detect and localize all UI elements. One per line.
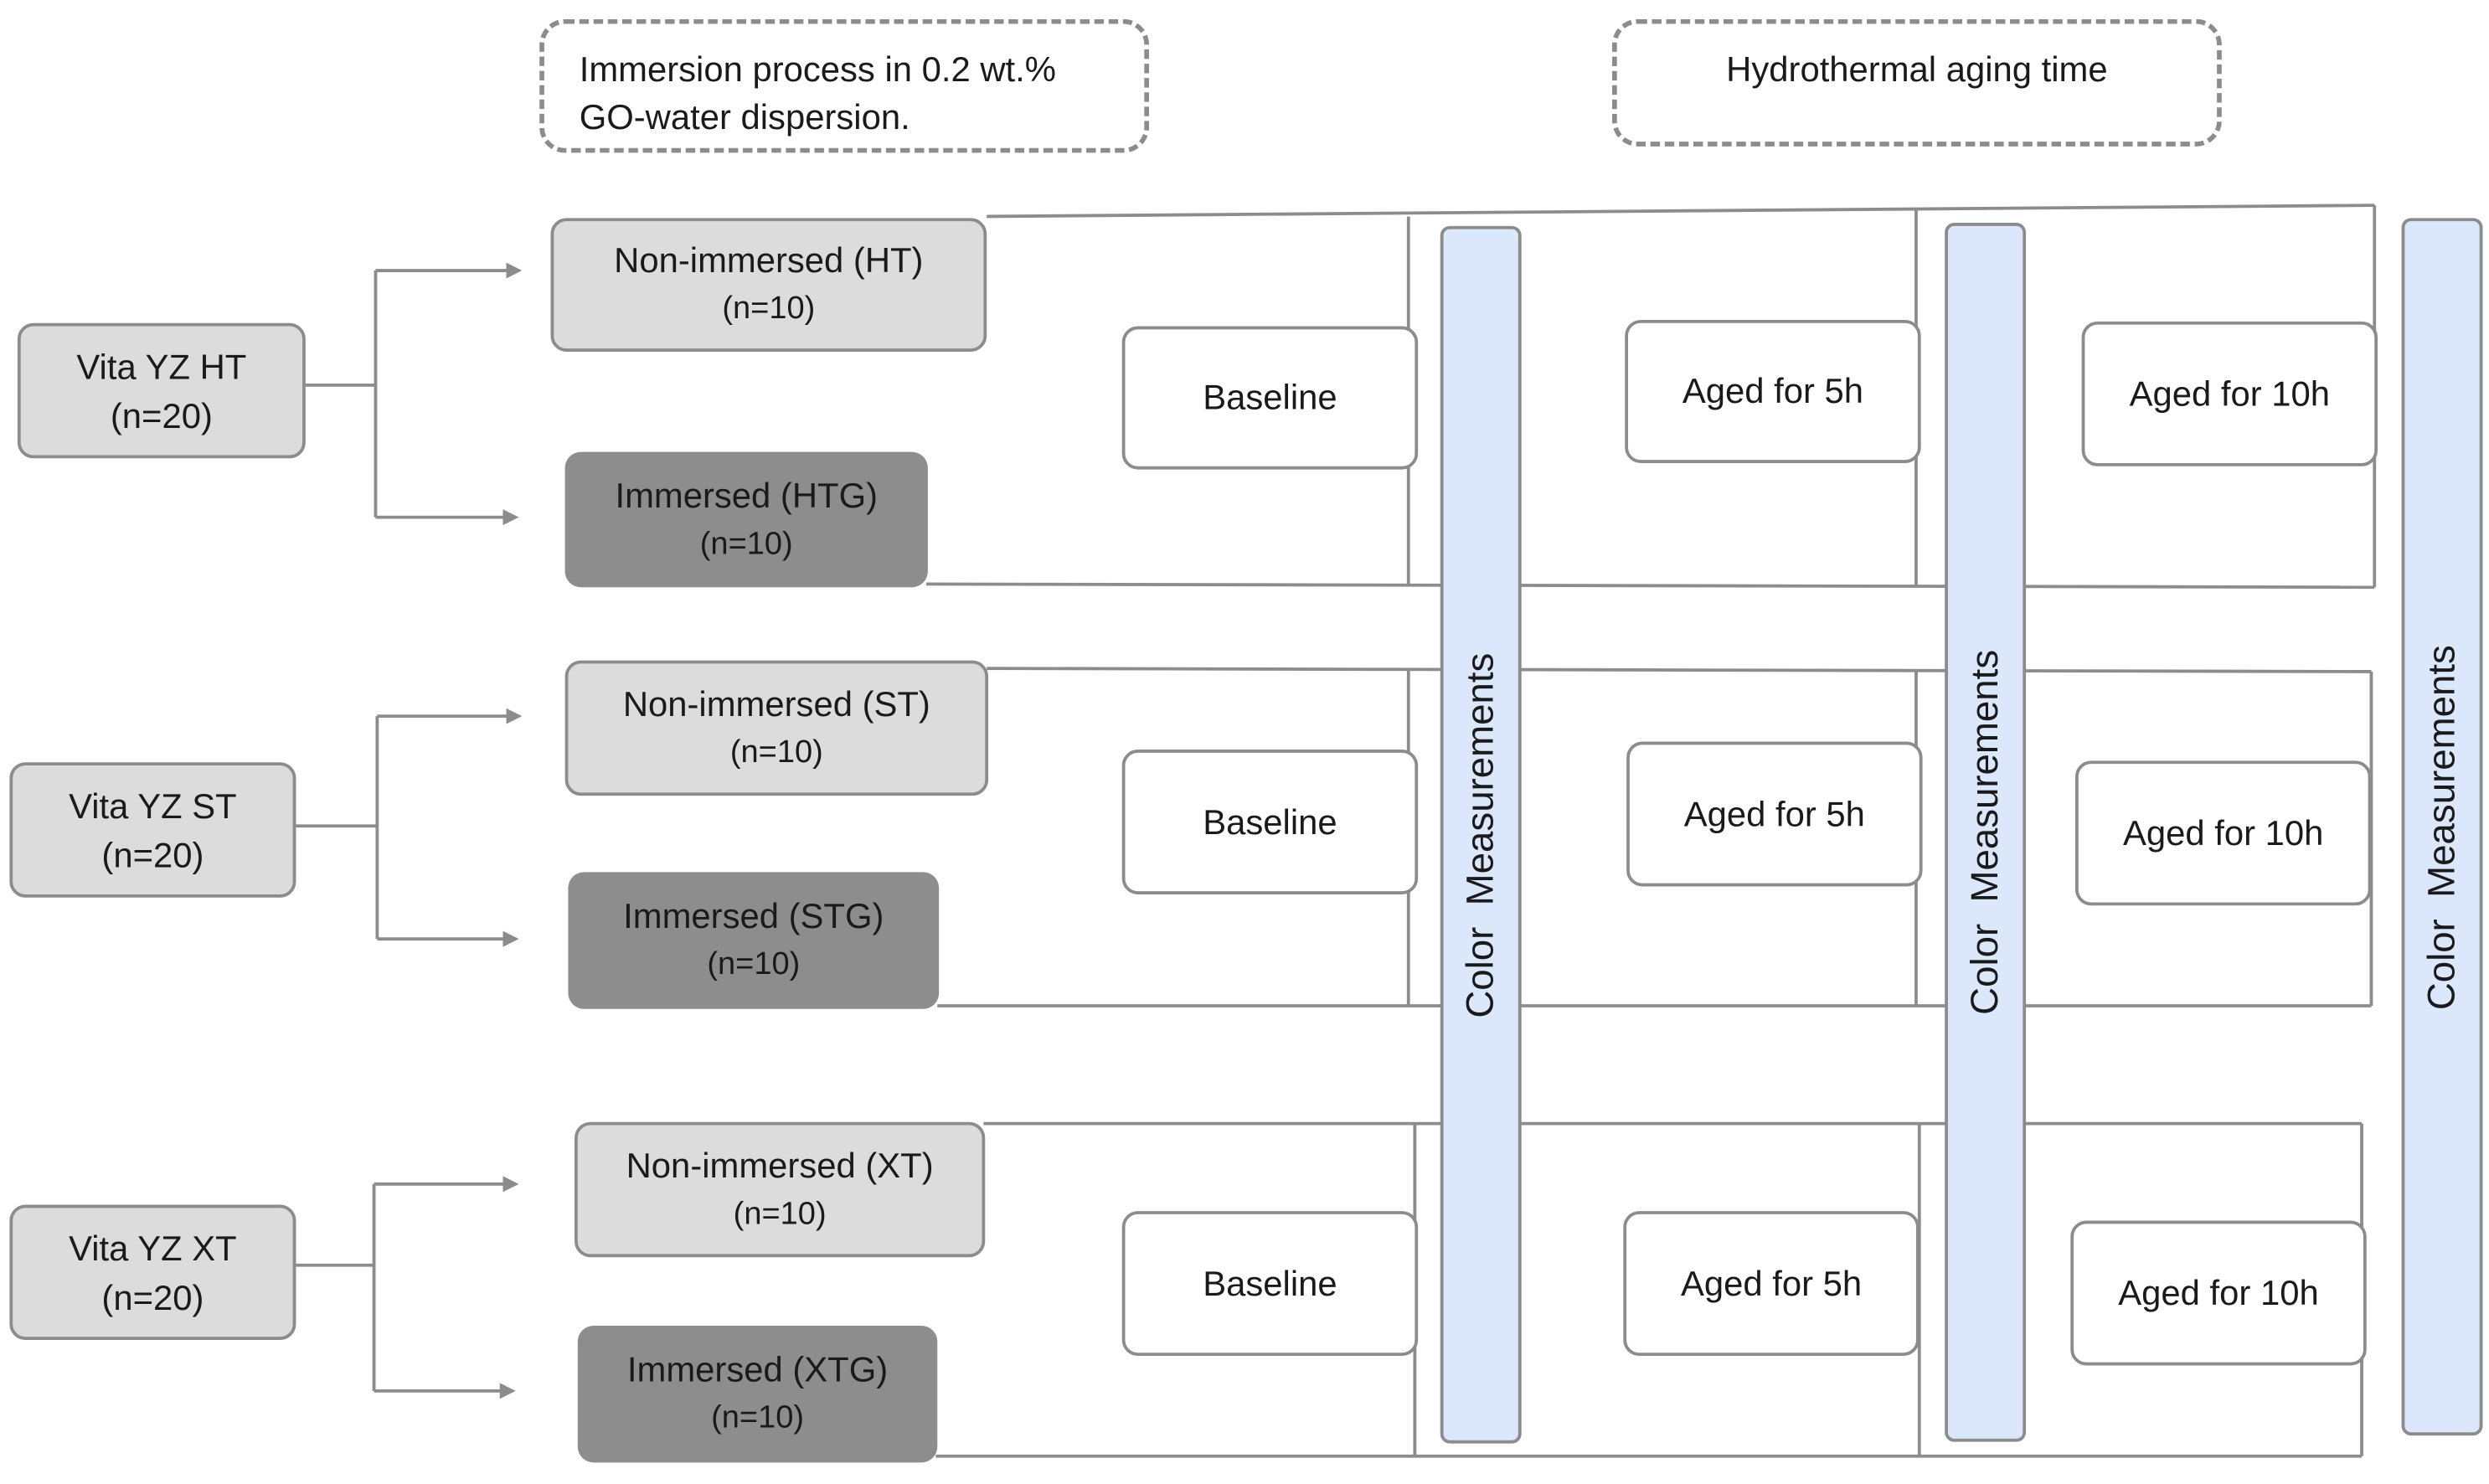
group-label: Immersed (HTG)	[615, 475, 879, 515]
material-name: Vita YZ XT	[69, 1228, 237, 1268]
material-count: (n=20)	[110, 395, 213, 435]
group-label: Non-immersed (ST)	[622, 683, 930, 724]
group-count: (n=10)	[707, 946, 801, 982]
measurement-label: Color Measurements	[2419, 644, 2463, 1010]
group-box-non-immersed-st: Non-immersed (ST) (n=10)	[564, 660, 989, 796]
hydrothermal-aging-header: Hydrothermal aging time	[1612, 18, 2222, 147]
aged-5h-box-st: Aged for 5h	[1626, 741, 1923, 887]
aged-10h-box-xt: Aged for 10h	[2070, 1220, 2367, 1366]
group-box-immersed-stg: Immersed (STG) (n=10)	[568, 872, 940, 1009]
group-box-non-immersed-ht: Non-immersed (HT) (n=10)	[550, 218, 987, 352]
stage-label: Baseline	[1203, 801, 1337, 842]
frame-line	[925, 582, 2375, 590]
group-count: (n=10)	[733, 1196, 827, 1231]
material-box-vita-yz-ht: Vita YZ HT (n=20)	[17, 322, 306, 459]
group-count: (n=10)	[711, 1400, 805, 1436]
group-count: (n=10)	[722, 291, 816, 327]
material-name: Vita YZ HT	[76, 346, 247, 386]
baseline-box-xt: Baseline	[1121, 1211, 1419, 1357]
group-count: (n=10)	[729, 734, 823, 770]
frame-line	[987, 667, 2372, 673]
group-label: Immersed (XTG)	[626, 1349, 889, 1389]
aged-10h-box-st: Aged for 10h	[2074, 760, 2372, 906]
aged-10h-box-ht: Aged for 10h	[2081, 321, 2378, 466]
immersion-process-header: Immersion process in 0.2 wt.% GO-water d…	[539, 18, 1150, 153]
group-box-non-immersed-xt: Non-immersed (XT) (n=10)	[575, 1121, 986, 1258]
immersion-header-line-2: GO-water dispersion.	[579, 96, 910, 137]
stage-label: Baseline	[1203, 377, 1337, 417]
stage-label: Aged for 10h	[2118, 1272, 2319, 1312]
material-box-vita-yz-st: Vita YZ ST (n=20)	[9, 762, 296, 898]
stage-label: Aged for 5h	[1682, 370, 1864, 411]
stage-label: Aged for 10h	[2123, 812, 2324, 853]
aging-header-text: Hydrothermal aging time	[1726, 49, 2108, 90]
aged-5h-box-xt: Aged for 5h	[1623, 1211, 1920, 1357]
measurement-label: Color Measurements	[1458, 652, 1502, 1018]
group-box-immersed-xtg: Immersed (XTG) (n=10)	[577, 1325, 938, 1463]
group-label: Non-immersed (XT)	[626, 1145, 934, 1185]
material-name: Vita YZ ST	[69, 785, 237, 826]
material-count: (n=20)	[101, 834, 204, 875]
group-label: Immersed (STG)	[623, 895, 884, 936]
immersion-header-line-1: Immersion process in 0.2 wt.%	[579, 49, 1056, 90]
color-measurements-bar-baseline: Color Measurements	[1440, 225, 1522, 1444]
baseline-box-st: Baseline	[1121, 750, 1419, 894]
measurement-label: Color Measurements	[1963, 649, 2007, 1015]
stage-label: Aged for 10h	[2129, 373, 2331, 414]
frame-line	[987, 204, 2375, 219]
stage-label: Aged for 5h	[1680, 1262, 1863, 1303]
material-count: (n=20)	[101, 1276, 204, 1317]
group-label: Non-immersed (HT)	[614, 240, 924, 281]
group-box-immersed-htg: Immersed (HTG) (n=10)	[564, 451, 928, 588]
color-measurements-bar-5h: Color Measurements	[1945, 223, 2027, 1442]
color-measurements-bar-10h: Color Measurements	[2401, 218, 2483, 1436]
aged-5h-box-ht: Aged for 5h	[1625, 319, 1921, 463]
group-count: (n=10)	[699, 526, 793, 561]
stage-label: Aged for 5h	[1683, 793, 1865, 833]
stage-label: Baseline	[1203, 1262, 1337, 1303]
material-box-vita-yz-xt: Vita YZ XT (n=20)	[9, 1204, 296, 1341]
baseline-box-ht: Baseline	[1121, 326, 1419, 470]
